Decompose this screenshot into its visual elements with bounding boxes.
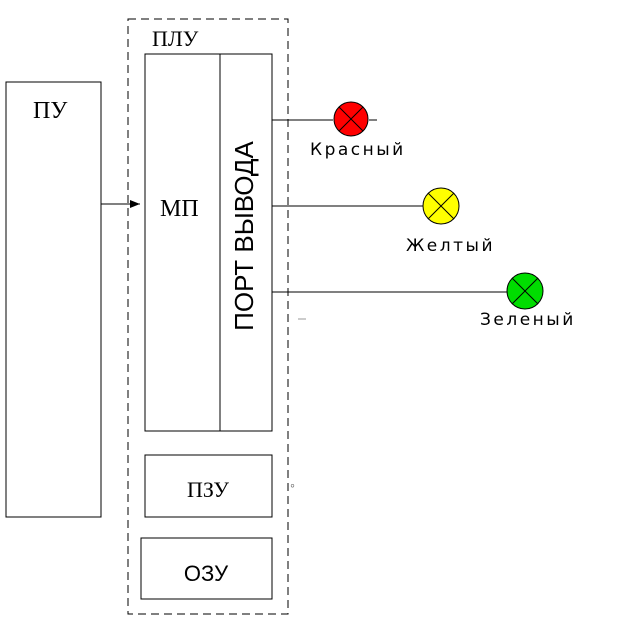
ozu-block: ОЗУ — [140, 537, 273, 600]
stray-mark: ◦ — [290, 479, 295, 494]
pu-block: ПУ — [5, 81, 102, 518]
lamp-green-label: Зеленый — [480, 310, 576, 330]
lamp-yellow: Желтый — [406, 187, 495, 256]
lamp-red: Красный — [310, 101, 406, 160]
mp-label: МП — [160, 196, 199, 222]
pu-label: ПУ — [33, 98, 67, 124]
ozu-label: ОЗУ — [184, 561, 229, 586]
output-port-label: ПОРТ ВЫВОДА — [229, 141, 259, 331]
lamp-yellow-label: Желтый — [406, 236, 495, 256]
plu-label: ПЛУ — [152, 26, 199, 51]
output-port: ПОРТ ВЫВОДА — [229, 141, 259, 331]
lamp-red-label: Красный — [310, 140, 406, 160]
pzu-label: ПЗУ — [187, 477, 229, 502]
mp-block: МП — [144, 53, 273, 432]
pzu-block: ПЗУ — [144, 454, 273, 518]
plu-container: ПЛУ — [127, 18, 289, 615]
lamp-green: Зеленый — [480, 272, 576, 330]
